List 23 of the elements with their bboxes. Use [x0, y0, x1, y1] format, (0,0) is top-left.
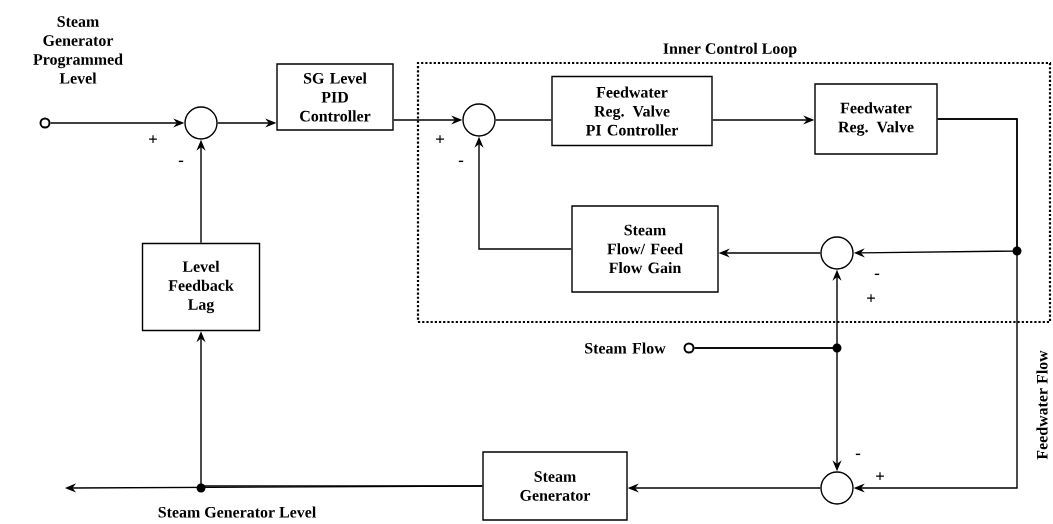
sign-label: -	[874, 273, 880, 276]
summing-junction	[820, 471, 854, 505]
summing-junction	[462, 103, 496, 137]
summing-junction	[820, 236, 854, 270]
block-box: Feedwater Reg. Valve	[814, 83, 938, 155]
group-title: Inner Control Loop	[663, 42, 797, 58]
block-box: Steam Flow/ Feed Flow Gain	[571, 205, 719, 293]
terminal-label: Steam Generator Programmed Level	[33, 16, 123, 84]
sign-label: +	[867, 294, 875, 303]
block-box: Steam Generator	[482, 451, 628, 521]
summing-junction	[184, 106, 218, 140]
sign-label: -	[458, 160, 464, 163]
sign-label: -	[855, 453, 861, 456]
sign-label: +	[876, 472, 884, 481]
sign-label: +	[149, 135, 157, 144]
sign-label: -	[178, 160, 184, 163]
block-box: Level Feedback Lag	[141, 242, 261, 332]
block-box: SG Level PID Controller	[276, 63, 394, 131]
edge-label: Steam Generator Level	[156, 505, 318, 519]
edge-label: Feedwater Flow	[1035, 349, 1049, 461]
terminal-label: Steam Flow	[585, 342, 666, 354]
block-box: Feedwater Reg. Valve PI Controller	[551, 75, 713, 147]
sign-label: +	[436, 135, 444, 144]
